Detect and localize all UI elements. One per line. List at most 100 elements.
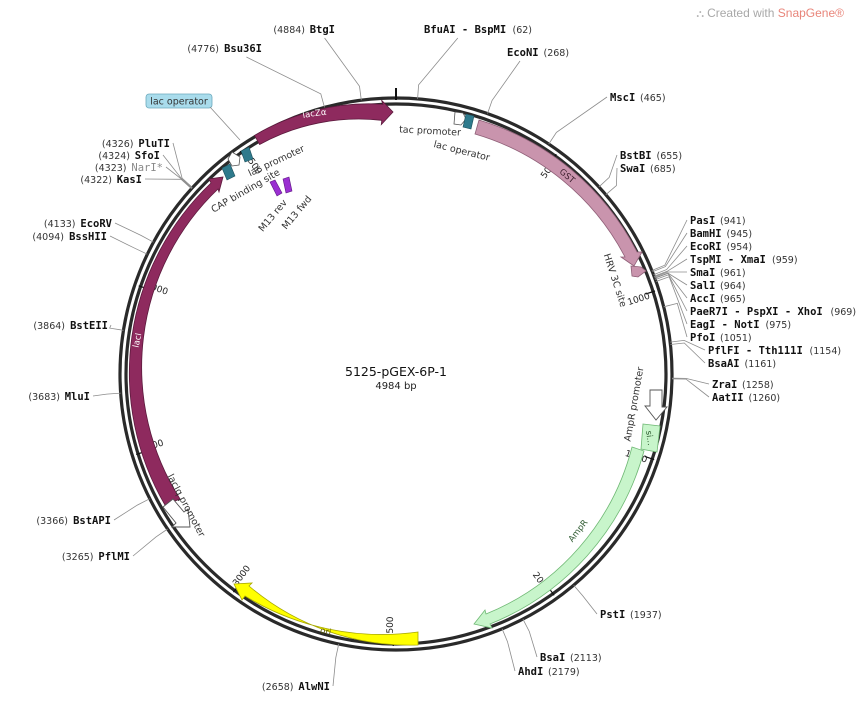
site-position: (965) [720,294,746,305]
restriction-site[interactable]: AccI (965) [654,272,746,305]
lac-operator-leader [209,106,241,141]
feature-ampr-promoter-arrow[interactable] [644,389,668,421]
feature-m13-fwd-arrow[interactable] [282,176,293,194]
site-name: Bsu36I [224,43,262,55]
site-position: (941) [720,216,746,227]
feature-lac-operator-block[interactable] [462,113,475,130]
site-name: TspMI - XmaI [690,254,766,266]
restriction-site[interactable]: MscI(465) [548,92,666,145]
restriction-site[interactable]: EcoRV(4133) [44,218,154,243]
restriction-sites: BfuAI - BspMI(62)EcoNI(268)MscI(465) BstB… [28,24,856,693]
site-leader-line [598,154,618,188]
restriction-site[interactable]: BsaI(2113) [522,618,602,664]
restriction-site[interactable]: BssHII (4094) [32,231,148,255]
restriction-site[interactable]: SmaI(961) [654,267,746,279]
restriction-site[interactable]: EagI - NotI(975) [655,276,791,331]
site-leader-line [548,96,608,145]
site-position: (3864) [33,321,65,332]
feature-m13-rev-arrow[interactable] [269,179,283,197]
site-name: BsaI [540,652,565,664]
site-leader-line [655,276,688,325]
feature-laciq-promoter-arrow[interactable] [162,498,191,528]
site-leader-line [109,324,124,331]
plasmid-length: 4984 bp [375,381,416,392]
site-name: BssHII [69,231,107,243]
site-name: MluI [65,391,90,403]
feature-hrv-site-arrow[interactable] [630,265,647,278]
restriction-site[interactable]: PflMI(3265) [62,528,168,563]
restriction-site[interactable]: AatII(1260) [671,378,780,404]
restriction-site[interactable]: TspMI - XmaI(959) [653,254,798,277]
site-position: (4094) [32,232,64,243]
restriction-site[interactable]: BstBI(655) [598,150,682,188]
restriction-site[interactable]: BsaAI(1161) [670,342,776,370]
feature-cap-site-block[interactable] [221,163,236,181]
site-name: SfoI [135,150,160,162]
feature-lacza-arrow[interactable] [254,99,394,146]
restriction-site[interactable]: PluTI(4326) [102,138,193,188]
restriction-site[interactable]: PaeR7I - PspXI - XhoI(969) [655,274,856,318]
feature-lac-operator-left-block[interactable] [240,146,254,163]
tick-label: 2500 [386,616,396,639]
site-leader-line [573,584,598,615]
restriction-site[interactable]: EcoNI(268) [487,47,570,114]
site-name: PasI [690,215,715,227]
feature-lac-promoter-arrow[interactable] [227,151,241,167]
feature-ori-arrow[interactable] [233,582,419,646]
site-leader-line [332,643,340,687]
restriction-site[interactable]: SwaI(685) [605,163,676,196]
feature-signal-seq-block[interactable] [640,423,661,453]
restriction-site[interactable]: ZraI(1258) [671,377,774,391]
site-leader-line [663,302,688,338]
restriction-site[interactable]: BtgI(4884) [273,24,362,101]
restriction-site[interactable]: BstEII (3864) [33,320,124,332]
site-leader-line [651,219,688,271]
site-leader-line [324,37,362,101]
restriction-site[interactable]: PstI(1937) [573,584,662,621]
feature-lac-operator-box[interactable] [145,93,213,109]
site-name: AatII [712,392,744,404]
feature-laci-arrow[interactable] [128,176,224,506]
site-position: (945) [727,229,753,240]
feature-tac-promoter-label: tac promoter [399,124,461,138]
site-position: (1154) [810,346,842,357]
watermark-brand: SnapGene® [777,6,844,20]
restriction-site[interactable]: BstAPI(3366) [36,498,150,527]
site-leader-line [109,235,148,255]
site-name: KasI [117,174,142,186]
restriction-site[interactable]: MluI(3683) [28,391,121,403]
site-name: AccI [690,293,715,305]
site-position: (685) [650,164,676,175]
restriction-site[interactable]: PasI (941) [651,215,746,271]
restriction-site[interactable]: BamHI(945) [652,228,753,273]
site-name: BstEII [70,320,108,332]
site-leader-line [671,378,710,398]
site-leader-line [487,60,521,114]
site-name: PflFI - Tth111I [708,345,803,357]
restriction-site[interactable]: PfoI(1051) [663,302,752,344]
site-position: (62) [513,25,533,36]
site-position: (1937) [630,610,662,621]
feature-ampr-arrow[interactable] [473,446,645,629]
restriction-site[interactable]: AlwNI(2658) [262,643,340,693]
site-leader-line [522,618,538,658]
restriction-site[interactable]: AhdI(2179) [501,628,580,678]
restriction-site[interactable]: PflFI - Tth111I (1154) [670,339,842,357]
restriction-site[interactable]: EcoRI(954) [653,241,753,276]
site-position: (4324) [98,151,130,162]
site-leader-line [144,178,192,189]
plasmid-name: 5125-pGEX-6P-1 [345,364,447,379]
site-position: (4322) [80,175,112,186]
site-name: EcoRI [690,241,722,253]
restriction-site[interactable]: KasI (4322) [80,174,192,189]
feature-laci-label: lacI [132,332,145,349]
site-leader-line [92,392,121,397]
restriction-site[interactable]: BfuAI - BspMI(62) [417,24,533,99]
site-position: (1258) [742,380,774,391]
site-leader-line [417,37,459,99]
feature-tac-promoter-arrow[interactable] [453,111,467,126]
restriction-site[interactable]: Bsu36I(4776) [187,43,325,108]
feature-gst-arrow[interactable] [474,119,643,267]
tick-label: 1000 [627,292,652,309]
